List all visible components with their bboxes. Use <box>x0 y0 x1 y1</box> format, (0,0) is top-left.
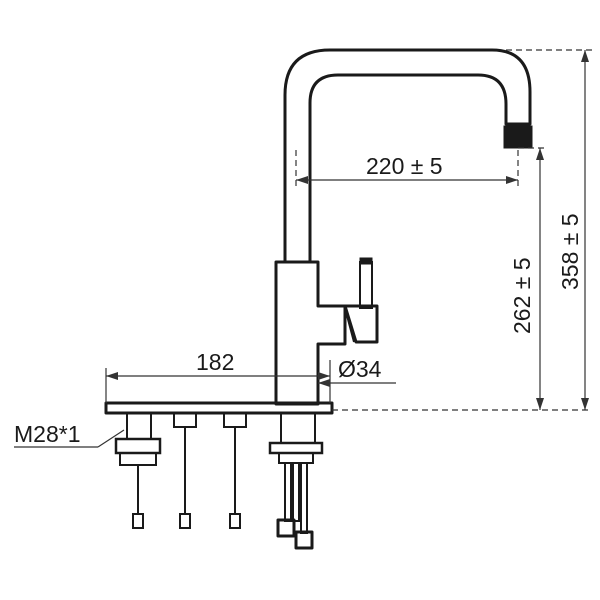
spout-height-label: 262 ± 5 <box>509 257 535 334</box>
connector-middle <box>173 412 197 529</box>
connector-right <box>223 412 247 529</box>
lever-housing <box>343 304 379 344</box>
dimension-spout-reach: 220 ± 5 <box>295 150 519 186</box>
dimension-total-height: 358 ± 5 <box>557 50 589 410</box>
dimension-spout-height: 262 ± 5 <box>509 148 544 410</box>
faucet-body <box>104 48 533 550</box>
shank-nut <box>268 441 324 455</box>
deck-plate <box>104 401 334 415</box>
base-width-label: 182 <box>196 349 234 375</box>
lever-handle <box>359 261 373 309</box>
lever-handle-cap <box>359 257 373 265</box>
spout-tube <box>283 48 532 264</box>
dimension-extension-lines <box>332 49 592 411</box>
hose-fitting-right <box>294 530 314 550</box>
supply-hoses <box>276 462 314 550</box>
spout-aerator <box>503 125 533 149</box>
base-diameter-label: Ø34 <box>338 356 382 382</box>
dimension-thread: M28*1 <box>14 421 125 448</box>
thread-label: M28*1 <box>14 421 80 447</box>
dimension-base-width: 182 <box>105 349 331 403</box>
connector-m28 <box>114 412 162 529</box>
shank <box>280 412 316 444</box>
dimension-base-diameter: Ø34 <box>318 356 396 387</box>
hose-fitting-left <box>276 518 296 538</box>
total-height-label: 358 ± 5 <box>557 213 583 290</box>
lever-wedge <box>344 307 355 343</box>
shank-lower <box>278 452 314 464</box>
spout-reach-label: 220 ± 5 <box>366 153 443 179</box>
